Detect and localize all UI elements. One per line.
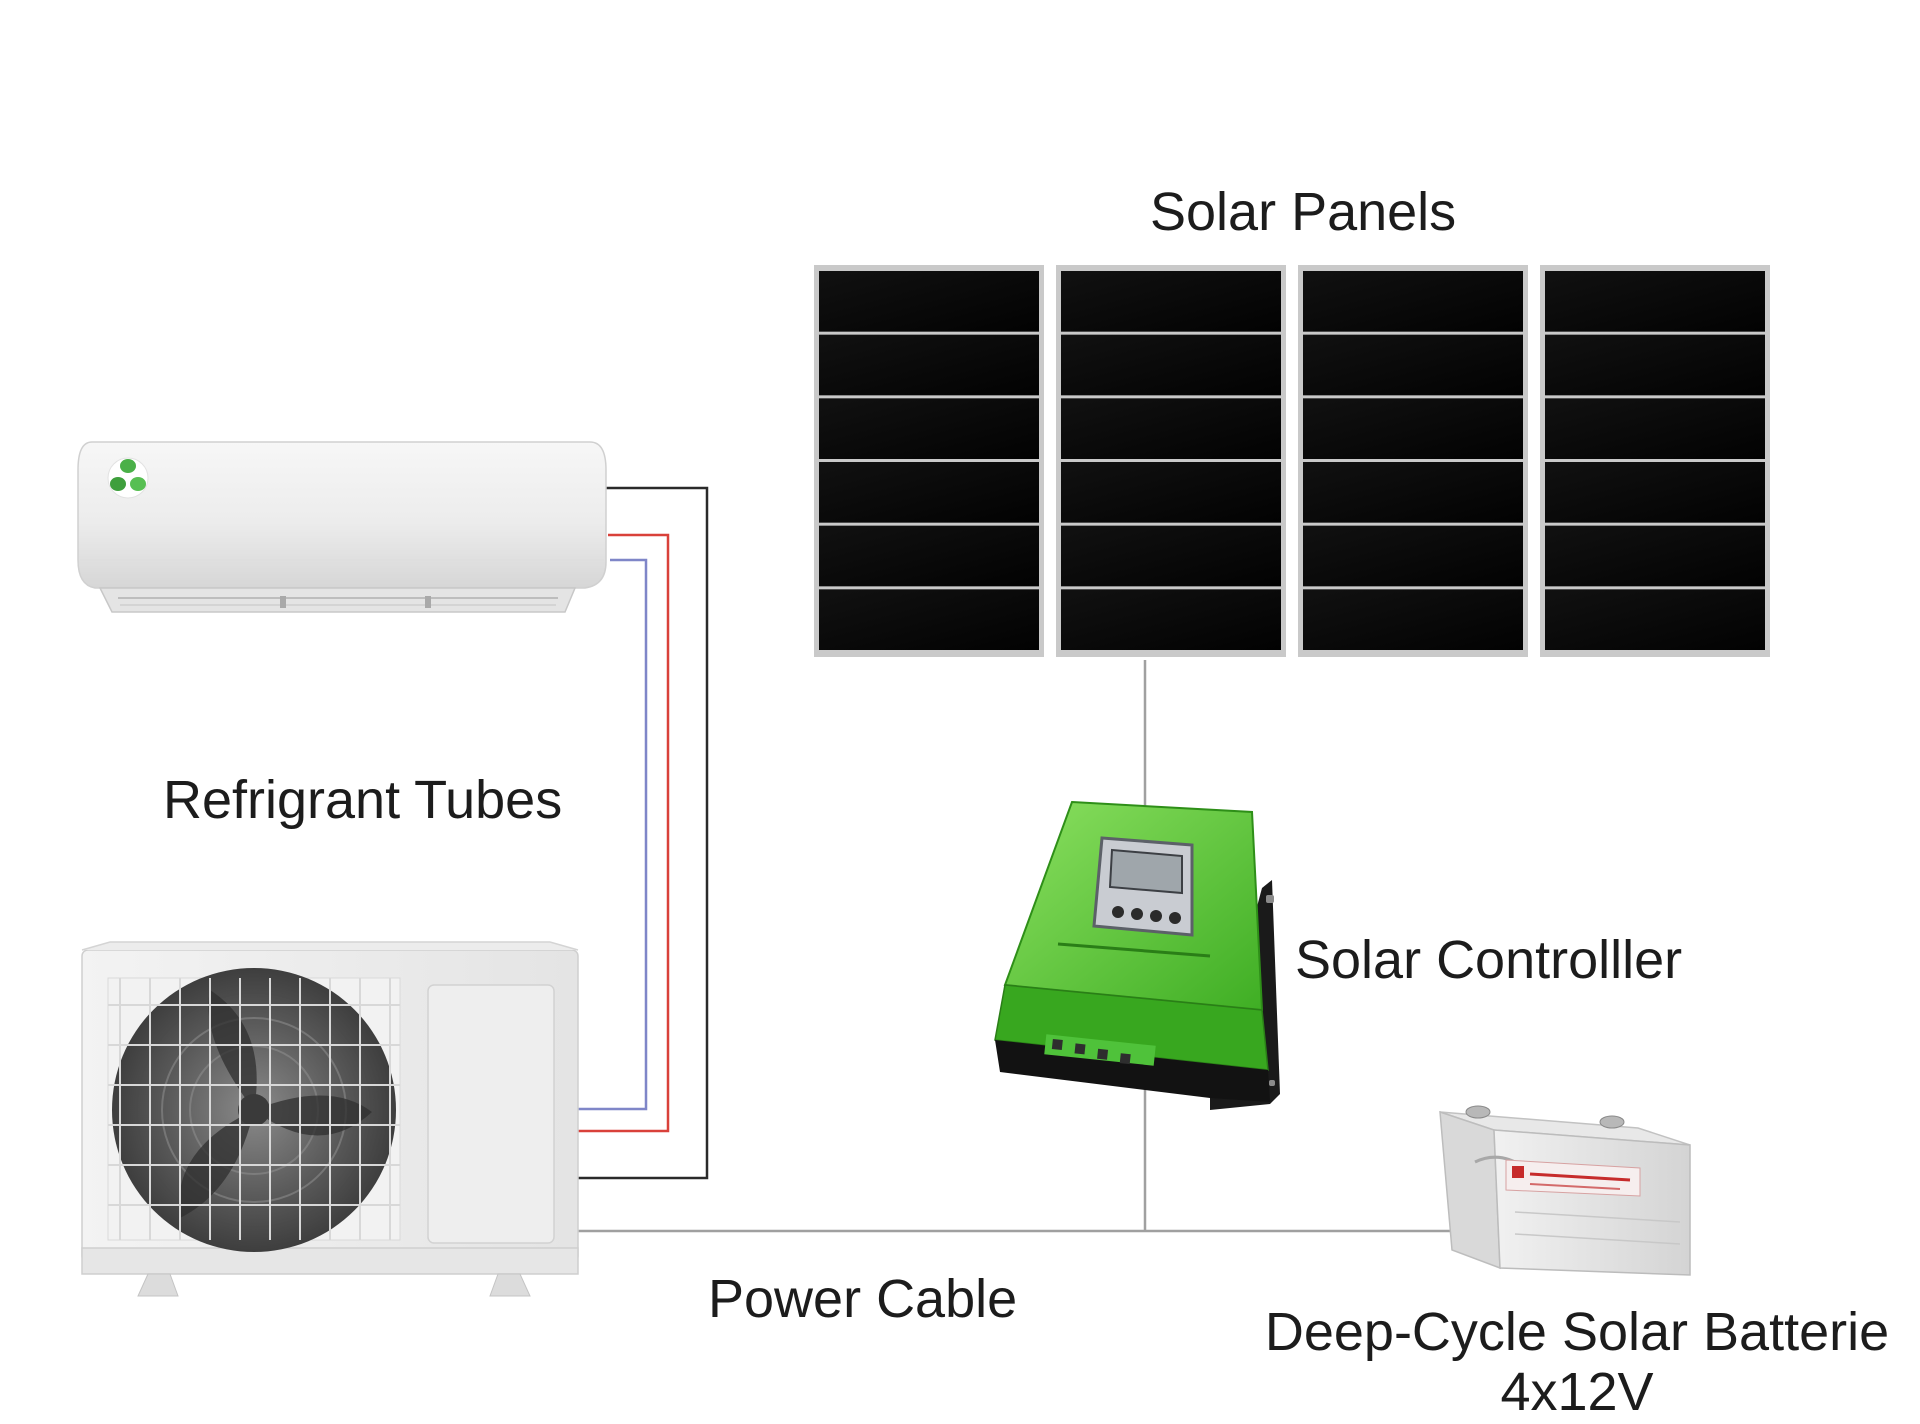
battery-label-line1: Deep-Cycle Solar Batterie bbox=[1264, 1302, 1890, 1362]
solar-cell-row bbox=[819, 589, 1039, 650]
solar-cell-row bbox=[1303, 462, 1523, 523]
solar-controller-label: Solar Controlller bbox=[1295, 930, 1683, 990]
signal-wire-black bbox=[576, 486, 709, 1180]
terminal-block bbox=[1044, 1034, 1156, 1066]
solar-cell-row bbox=[1061, 525, 1281, 587]
solar-cell-row bbox=[1303, 271, 1523, 332]
solar-cell-row bbox=[819, 525, 1039, 587]
solar-panel bbox=[1056, 265, 1286, 657]
solar-cell-row bbox=[1545, 271, 1765, 332]
fan-grille-icon bbox=[107, 968, 401, 1252]
solar-cell-row bbox=[819, 398, 1039, 459]
solar-cell-row bbox=[1545, 398, 1765, 459]
solar-cell-row bbox=[1061, 398, 1281, 459]
refrigerant-tube-red bbox=[577, 533, 670, 1133]
solar-cell-row bbox=[1545, 589, 1765, 650]
solar-cell-row bbox=[819, 462, 1039, 523]
solar-cell-row bbox=[1545, 334, 1765, 396]
solar-panel-array bbox=[814, 265, 1770, 657]
battery-label-line2: 4x12V bbox=[1500, 1362, 1654, 1423]
solar-panel bbox=[814, 265, 1044, 657]
solar-cell-row bbox=[1061, 462, 1281, 523]
recycle-leaf-logo-icon bbox=[107, 457, 149, 499]
solar-panels-label: Solar Panels bbox=[1150, 182, 1457, 242]
solar-cell-row bbox=[1545, 462, 1765, 523]
outdoor-ac-unit bbox=[81, 941, 579, 1297]
solar-panel bbox=[1540, 265, 1770, 657]
solar-cell-row bbox=[819, 334, 1039, 396]
solar-cell-row bbox=[1061, 589, 1281, 650]
battery-label: Deep-Cycle Solar Batterie 4x12V bbox=[1262, 1302, 1892, 1423]
indoor-ac-unit bbox=[77, 441, 607, 613]
solar-cell-row bbox=[1061, 334, 1281, 396]
battery-device bbox=[1439, 1105, 1691, 1276]
solar-controller-device bbox=[994, 800, 1280, 1110]
power-cable-label: Power Cable bbox=[708, 1269, 1018, 1329]
refrigerant-tubes-label: Refrigrant Tubes bbox=[163, 770, 563, 830]
solar-cell-row bbox=[1545, 525, 1765, 587]
solar-cell-row bbox=[819, 271, 1039, 332]
refrigerant-tube-blue bbox=[577, 558, 648, 1111]
controller-display-icon bbox=[1092, 836, 1194, 937]
solar-panel bbox=[1298, 265, 1528, 657]
solar-cell-row bbox=[1303, 589, 1523, 650]
solar-cell-row bbox=[1303, 525, 1523, 587]
solar-cell-row bbox=[1303, 398, 1523, 459]
solar-cell-row bbox=[1061, 271, 1281, 332]
solar-cell-row bbox=[1303, 334, 1523, 396]
